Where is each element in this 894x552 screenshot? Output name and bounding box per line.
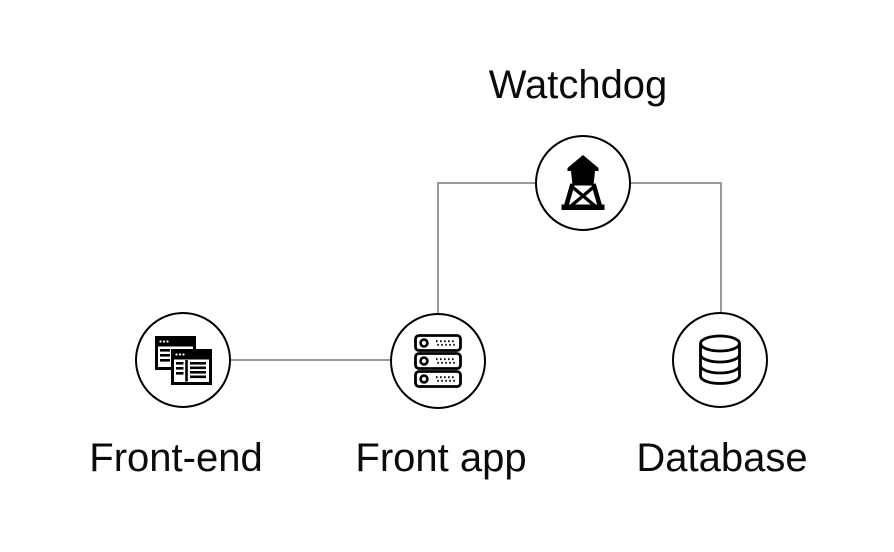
node-label-database: Database	[636, 436, 808, 480]
database-cylinder-icon	[699, 334, 741, 385]
edge-watchdog-database-horizontal	[628, 182, 722, 184]
node-front-end	[135, 312, 231, 408]
node-label-front-app: Front app	[355, 436, 527, 480]
node-label-front-end: Front-end	[89, 436, 263, 480]
edge-watchdog-database-vertical	[720, 182, 722, 314]
node-watchdog	[535, 135, 631, 231]
edge-frontapp-watchdog-vertical	[437, 182, 439, 315]
edge-frontend-frontapp	[229, 359, 392, 361]
node-label-watchdog: Watchdog	[488, 63, 668, 107]
server-stack-icon	[414, 334, 462, 388]
node-front-app	[390, 313, 486, 409]
node-database	[672, 312, 768, 408]
edge-frontapp-watchdog-horizontal	[437, 182, 538, 184]
browser-windows-icon	[154, 335, 212, 385]
watchtower-icon	[561, 155, 605, 210]
